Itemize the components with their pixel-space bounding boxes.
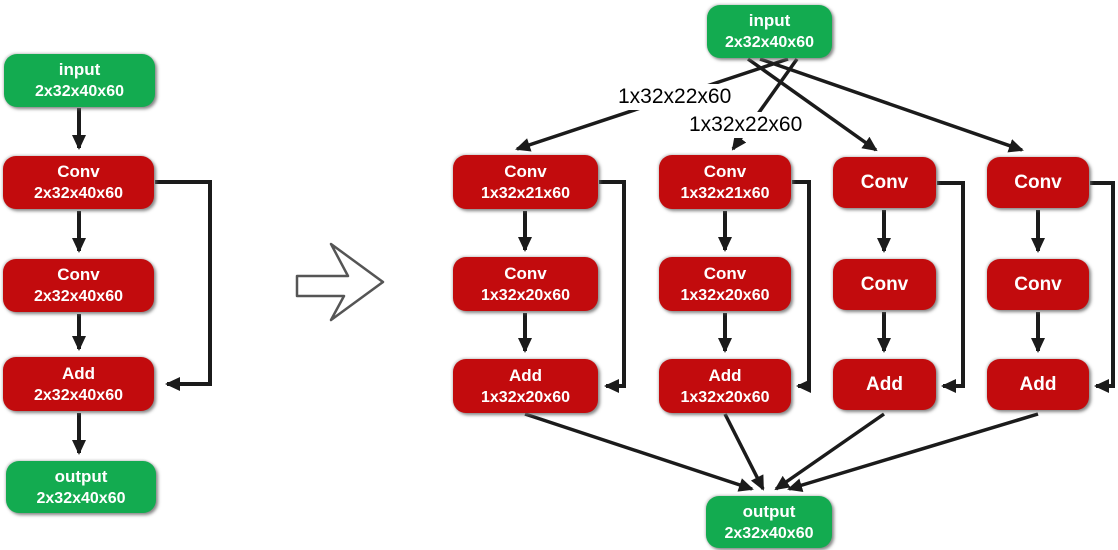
node-label: Conv xyxy=(504,263,547,283)
left-input-node: input 2x32x40x60 xyxy=(4,54,155,107)
node-shape: 2x32x40x60 xyxy=(35,83,124,100)
left-conv1-node: Conv 2x32x40x60 xyxy=(3,156,154,209)
right-input-node: input 2x32x40x60 xyxy=(707,5,832,58)
left-skip-edge xyxy=(155,180,212,391)
node-shape: 1x32x20x60 xyxy=(680,286,770,304)
node-label: input xyxy=(748,11,791,30)
branch1-conv2-node: Conv 1x32x20x60 xyxy=(453,257,598,311)
left-output-node: output 2x32x40x60 xyxy=(6,461,156,513)
node-label: Conv xyxy=(1014,171,1062,193)
node-label: Add xyxy=(708,365,742,385)
node-label: input xyxy=(58,60,101,79)
node-shape: 2x32x40x60 xyxy=(36,489,126,507)
branch1-add-node: Add 1x32x20x60 xyxy=(453,359,598,413)
branch4-add-node: Add xyxy=(987,359,1089,410)
branch-skip-edges xyxy=(599,180,1115,393)
left-graph-edges xyxy=(72,108,212,455)
node-shape: 2x32x40x60 xyxy=(725,34,814,51)
node-shape: 2x32x40x60 xyxy=(34,386,123,404)
node-label: Add xyxy=(1019,373,1057,395)
edge-label-slice2: 1x32x22x60 xyxy=(686,112,806,138)
branch4-conv1-node: Conv xyxy=(987,157,1089,208)
branch3-conv1-node: Conv xyxy=(833,157,936,208)
branch2-add-node: Add 1x32x20x60 xyxy=(659,359,791,413)
branch3-add-node: Add xyxy=(833,359,936,410)
node-shape: 1x32x21x60 xyxy=(481,184,570,202)
node-label: Conv xyxy=(1014,273,1062,295)
transform-arrow-icon xyxy=(295,242,385,322)
node-label: Add xyxy=(866,373,903,395)
node-shape: 2x32x40x60 xyxy=(34,185,123,202)
node-shape: 1x32x21x60 xyxy=(680,184,770,202)
node-shape: 2x32x40x60 xyxy=(34,288,123,305)
node-label: Conv xyxy=(57,265,100,284)
converge-edges xyxy=(524,412,1039,492)
node-label: Add xyxy=(61,363,96,383)
node-shape: 2x32x40x60 xyxy=(724,524,814,542)
node-label: Conv xyxy=(504,161,547,181)
node-label: Add xyxy=(508,365,543,385)
branch1-conv1-node: Conv 1x32x21x60 xyxy=(453,155,598,209)
node-label: Conv xyxy=(860,171,909,193)
node-shape: 1x32x20x60 xyxy=(680,388,770,406)
right-output-node: output 2x32x40x60 xyxy=(706,496,832,548)
edge-label-slice1: 1x32x22x60 xyxy=(615,84,735,110)
left-add-node: Add 2x32x40x60 xyxy=(3,357,154,411)
node-shape: 1x32x20x60 xyxy=(481,388,570,406)
node-label: Conv xyxy=(703,263,747,283)
branch2-conv1-node: Conv 1x32x21x60 xyxy=(659,155,791,209)
node-label: output xyxy=(742,501,796,521)
branch-edges xyxy=(518,210,1045,353)
node-shape: 1x32x20x60 xyxy=(481,286,570,304)
branch2-conv2-node: Conv 1x32x20x60 xyxy=(659,257,791,311)
branch3-conv2-node: Conv xyxy=(833,259,936,310)
node-label: Conv xyxy=(57,162,100,181)
node-label: Conv xyxy=(860,273,909,295)
node-label: output xyxy=(54,466,108,486)
left-conv2-node: Conv 2x32x40x60 xyxy=(3,259,154,312)
node-label: Conv xyxy=(703,161,747,181)
branch4-conv2-node: Conv xyxy=(987,259,1089,310)
